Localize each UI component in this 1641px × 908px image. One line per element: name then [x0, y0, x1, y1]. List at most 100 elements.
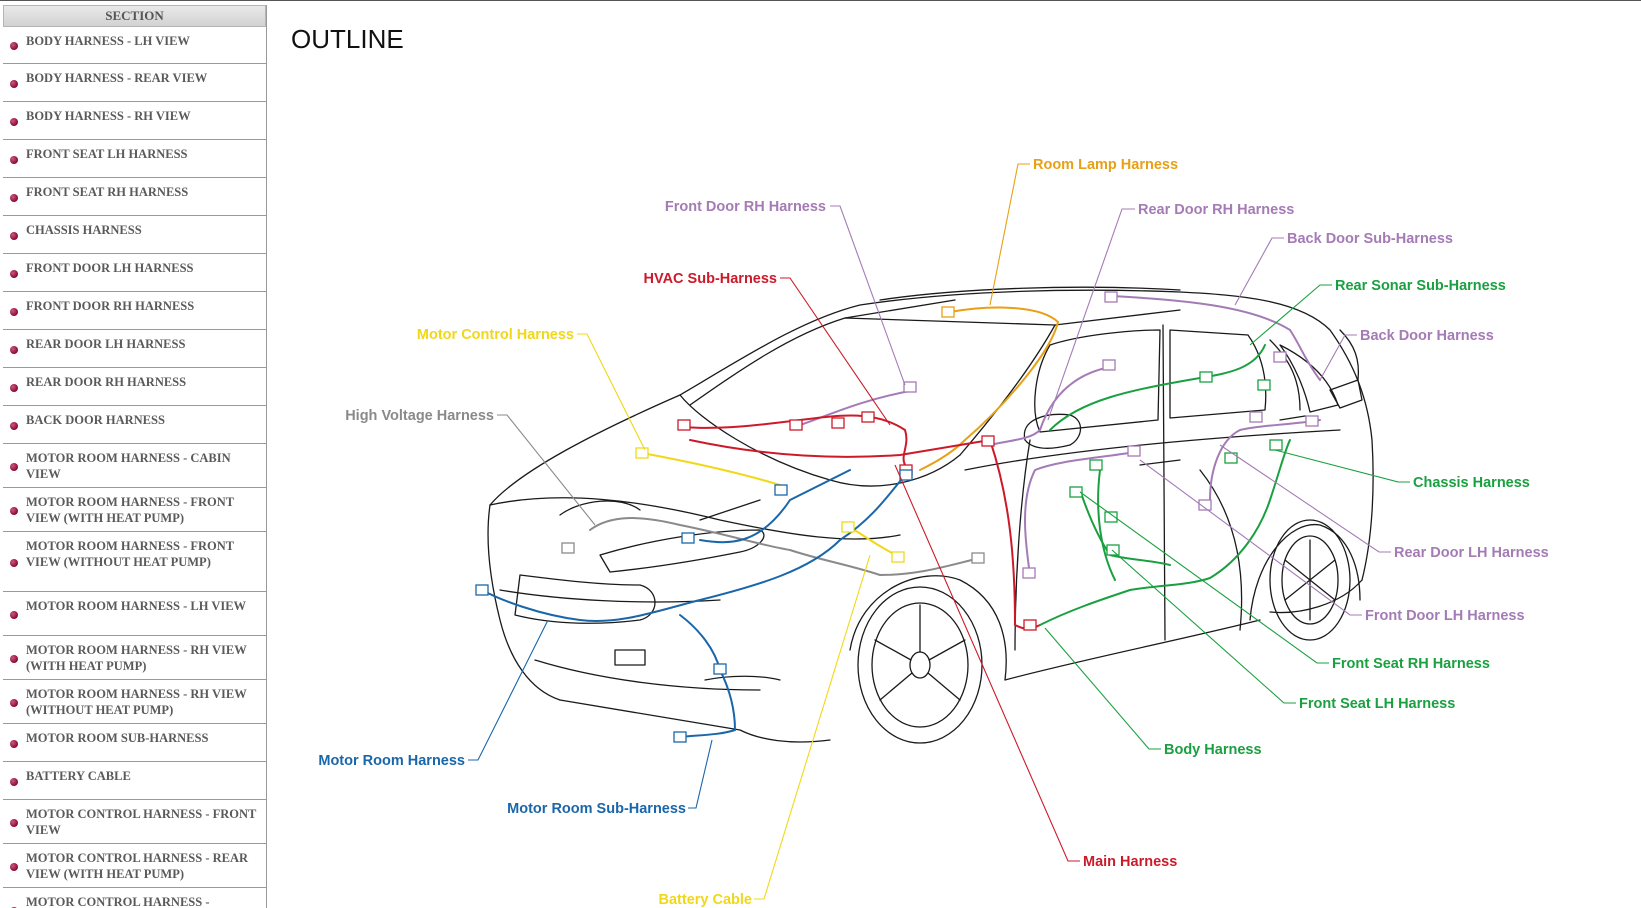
sidebar-item-label: FRONT DOOR LH HARNESS: [26, 261, 194, 275]
sidebar-item-motor-room-harness-front-view-with-heat-pump[interactable]: MOTOR ROOM HARNESS - FRONT VIEW (WITH HE…: [3, 488, 266, 532]
bullet-icon: [10, 117, 18, 126]
sidebar-item-body-harness-rh-view[interactable]: BODY HARNESS - RH VIEW: [3, 102, 266, 140]
front-door-rh-harness-route: [799, 389, 916, 426]
motor-control-leader: [577, 333, 646, 451]
label-battery-cable: Battery Cable: [659, 892, 752, 908]
bullet-icon: [10, 610, 18, 619]
sidebar-item-label: MOTOR CONTROL HARNESS - REAR VIEW (WITH …: [26, 851, 249, 881]
front-door-lh-leader: [1139, 459, 1362, 616]
sidebar-item-rear-door-rh-harness[interactable]: REAR DOOR RH HARNESS: [3, 368, 266, 406]
sidebar-item-motor-room-harness-lh-view[interactable]: MOTOR ROOM HARNESS - LH VIEW: [3, 592, 266, 636]
harness-outline-diagram: Room Lamp Harness Front Door RH Harness …: [318, 157, 1548, 908]
label-main-harness: Main Harness: [1083, 854, 1177, 870]
label-front-seat-lh-harness: Front Seat LH Harness: [1299, 696, 1455, 712]
label-motor-control-harness: Motor Control Harness: [417, 327, 574, 343]
bullet-icon: [10, 506, 18, 515]
body-harness-route: [1039, 439, 1291, 626]
label-hvac-sub-harness: HVAC Sub-Harness: [644, 271, 777, 287]
back-door-sub-harness-route: [1111, 295, 1321, 381]
room-lamp-leader: [989, 163, 1030, 306]
label-front-door-lh-harness: Front Door LH Harness: [1365, 608, 1525, 624]
rear-door-rh-leader: [1047, 208, 1135, 421]
bullet-icon: [10, 155, 18, 164]
bullet-icon: [10, 383, 18, 392]
bullet-icon: [10, 698, 18, 707]
sidebar-item-motor-room-harness-front-view-without-heat-pump[interactable]: MOTOR ROOM HARNESS - FRONT VIEW (WITHOUT…: [3, 532, 266, 592]
sidebar-item-body-harness-lh-view[interactable]: BODY HARNESS - LH VIEW: [3, 27, 266, 64]
sidebar-item-motor-control-harness-front-view[interactable]: MOTOR CONTROL HARNESS - FRONT VIEW: [3, 800, 266, 844]
label-body-harness: Body Harness: [1164, 742, 1262, 758]
bullet-icon: [10, 193, 18, 202]
bullet-icon: [10, 739, 18, 748]
sidebar-item-front-door-rh-harness[interactable]: FRONT DOOR RH HARNESS: [3, 292, 266, 330]
sidebar-item-front-seat-rh-harness[interactable]: FRONT SEAT RH HARNESS: [3, 178, 266, 216]
sidebar-item-label: BODY HARNESS - LH VIEW: [26, 34, 190, 48]
sidebar-item-label: BODY HARNESS - RH VIEW: [26, 109, 191, 123]
sidebar-item-motor-control-harness-rear-view-with-heat-pump[interactable]: MOTOR CONTROL HARNESS - REAR VIEW (WITH …: [3, 844, 266, 888]
bullet-icon: [10, 231, 18, 240]
label-front-door-rh-harness: Front Door RH Harness: [665, 199, 826, 215]
high-voltage-leader: [497, 414, 596, 526]
sidebar-item-label: MOTOR ROOM HARNESS - RH VIEW (WITH HEAT …: [26, 643, 247, 673]
top-border: [0, 0, 1641, 1]
sidebar-item-chassis-harness[interactable]: CHASSIS HARNESS: [3, 216, 266, 254]
hvac-sub-leader: [780, 277, 891, 426]
sidebar-item-label: FRONT DOOR RH HARNESS: [26, 299, 195, 313]
label-rear-sonar-sub-harness: Rear Sonar Sub-Harness: [1335, 278, 1506, 294]
motor-room-harness-route: [481, 469, 906, 622]
bullet-icon: [10, 777, 18, 786]
car-outline: [487, 286, 1374, 744]
sidebar-item-motor-room-sub-harness[interactable]: MOTOR ROOM SUB-HARNESS: [3, 724, 266, 762]
chassis-harness-route: [1049, 344, 1266, 431]
sidebar-item-label: CHASSIS HARNESS: [26, 223, 142, 237]
bullet-icon: [10, 42, 18, 50]
label-high-voltage-harness: High Voltage Harness: [345, 408, 494, 424]
sidebar-item-label: FRONT SEAT LH HARNESS: [26, 147, 188, 161]
sidebar-item-front-door-lh-harness[interactable]: FRONT DOOR LH HARNESS: [3, 254, 266, 292]
back-door-sub-leader: [1234, 237, 1284, 306]
sidebar-item-label: MOTOR ROOM HARNESS - RH VIEW (WITHOUT HE…: [26, 687, 247, 717]
sidebar-item-body-harness-rear-view[interactable]: BODY HARNESS - REAR VIEW: [3, 64, 266, 102]
sidebar-item-label: BACK DOOR HARNESS: [26, 413, 165, 427]
bullet-icon: [10, 345, 18, 354]
motor-control-harness-route: [641, 452, 781, 486]
section-sidebar: SECTION BODY HARNESS - LH VIEW BODY HARN…: [3, 5, 267, 908]
sidebar-item-label: MOTOR ROOM SUB-HARNESS: [26, 731, 209, 745]
front-seat-lh-leader: [1111, 549, 1296, 704]
sidebar-item-label: MOTOR ROOM HARNESS - FRONT VIEW (WITH HE…: [26, 495, 234, 525]
sidebar-item-motor-room-harness-cabin-view[interactable]: MOTOR ROOM HARNESS - CABIN VIEW: [3, 444, 266, 488]
sidebar-item-rear-door-lh-harness[interactable]: REAR DOOR LH HARNESS: [3, 330, 266, 368]
motor-room-sub-harness-route: [679, 614, 736, 738]
battery-cable-leader: [754, 554, 871, 900]
sidebar-item-label: MOTOR ROOM HARNESS - FRONT VIEW (WITHOUT…: [26, 539, 234, 569]
sidebar-item-back-door-harness[interactable]: BACK DOOR HARNESS: [3, 406, 266, 444]
label-motor-room-harness: Motor Room Harness: [318, 753, 465, 769]
sidebar-item-battery-cable[interactable]: BATTERY CABLE: [3, 762, 266, 800]
hvac-sub-harness-route: [682, 414, 908, 466]
sidebar-item-motor-room-harness-rh-view-with-heat-pump[interactable]: MOTOR ROOM HARNESS - RH VIEW (WITH HEAT …: [3, 636, 266, 680]
sidebar-item-motor-control-harness[interactable]: MOTOR CONTROL HARNESS -: [3, 888, 266, 908]
back-door-leader: [1319, 334, 1357, 381]
label-chassis-harness: Chassis Harness: [1413, 475, 1530, 491]
bullet-icon: [10, 462, 18, 471]
label-room-lamp-harness: Room Lamp Harness: [1033, 157, 1178, 173]
sidebar-item-label: MOTOR CONTROL HARNESS - FRONT VIEW: [26, 807, 257, 837]
bullet-icon: [10, 654, 18, 663]
motor-room-leader: [468, 619, 549, 761]
bullet-icon: [10, 906, 18, 908]
label-back-door-harness: Back Door Harness: [1360, 328, 1494, 344]
motor-room-sub-leader: [688, 739, 713, 809]
label-rear-door-rh-harness: Rear Door RH Harness: [1138, 202, 1294, 218]
sidebar-item-label: BODY HARNESS - REAR VIEW: [26, 71, 208, 85]
sidebar-header: SECTION: [3, 5, 266, 27]
bullet-icon: [10, 421, 18, 430]
sidebar-item-front-seat-lh-harness[interactable]: FRONT SEAT LH HARNESS: [3, 140, 266, 178]
rear-sonar-sub-leader: [1249, 284, 1332, 346]
sidebar-item-motor-room-harness-rh-view-without-heat-pump[interactable]: MOTOR ROOM HARNESS - RH VIEW (WITHOUT HE…: [3, 680, 266, 724]
bullet-icon: [10, 558, 18, 567]
front-seat-rh-leader: [1079, 491, 1329, 664]
sidebar-item-label: REAR DOOR RH HARNESS: [26, 375, 187, 389]
chassis-leader: [1274, 449, 1410, 483]
bullet-icon: [10, 269, 18, 278]
label-motor-room-sub-harness: Motor Room Sub-Harness: [507, 801, 686, 817]
